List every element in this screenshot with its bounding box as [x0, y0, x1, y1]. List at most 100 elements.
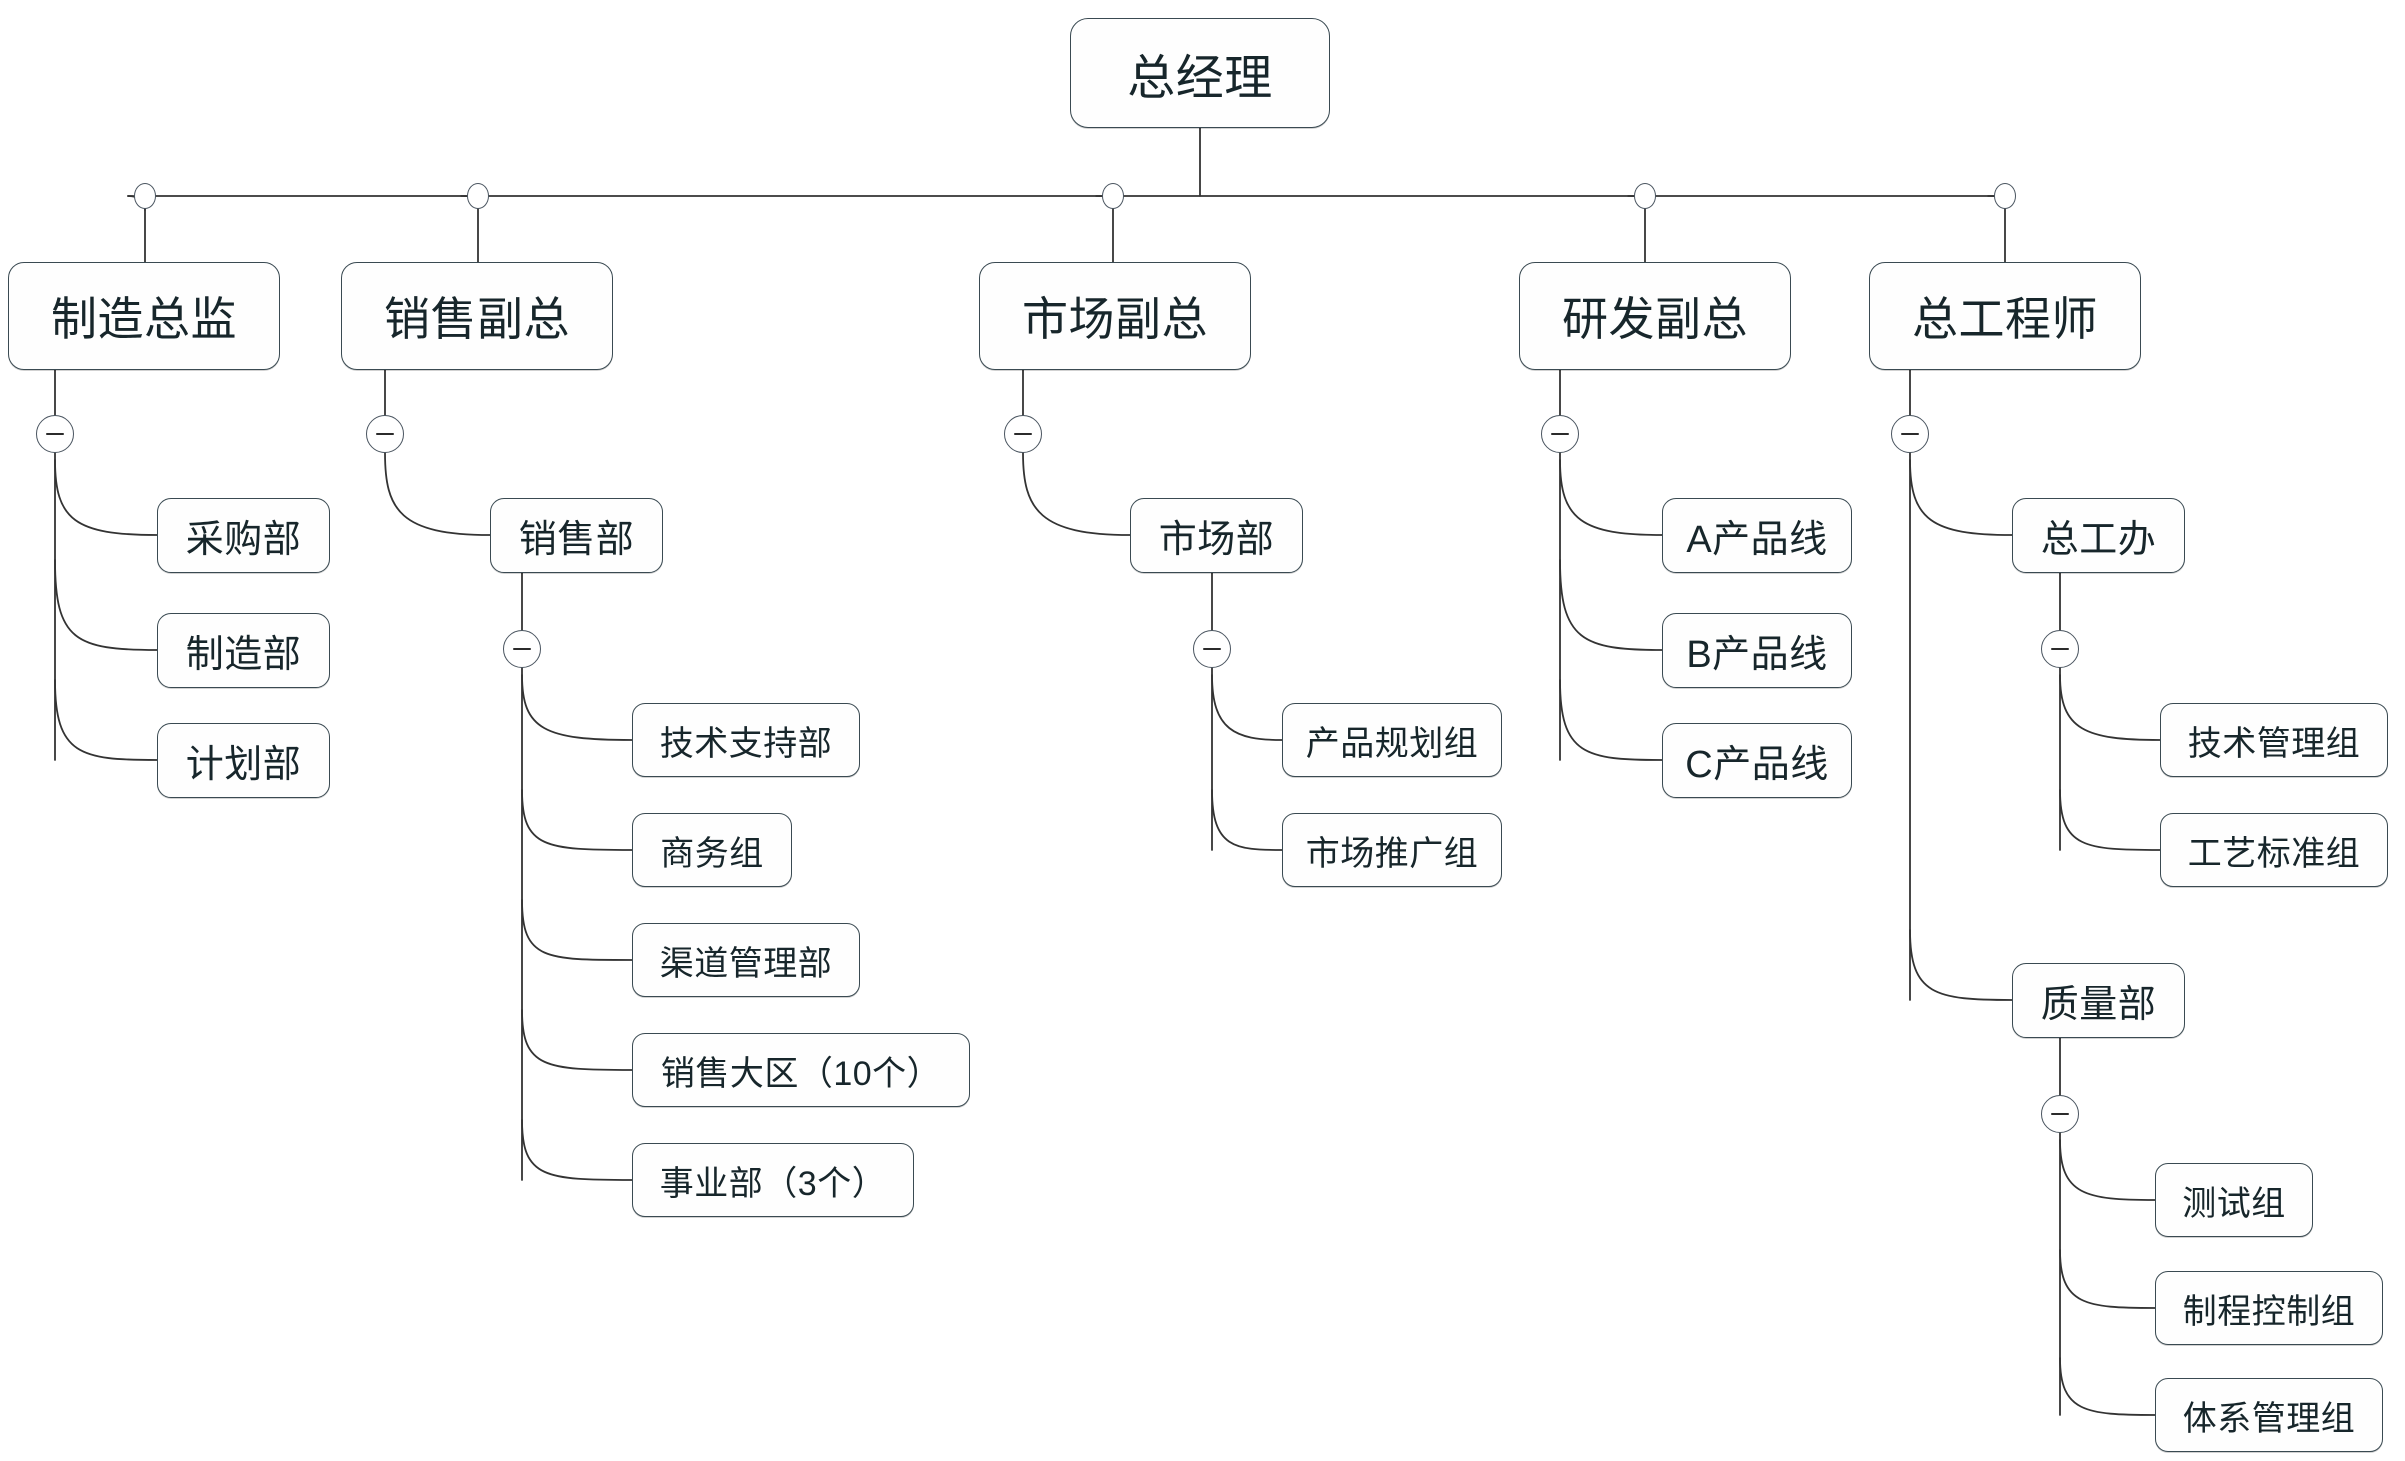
collapse-toggle-market-vp[interactable]: [1004, 415, 1042, 453]
collapse-toggle-chief-office[interactable]: [2041, 630, 2079, 668]
node-product-line-c[interactable]: C产品线: [1662, 723, 1852, 798]
minus-icon: [1014, 432, 1032, 436]
minus-icon: [1203, 647, 1221, 651]
node-label: A产品线: [1686, 519, 1828, 561]
node-label: 销售部: [518, 519, 635, 561]
node-planning-dept[interactable]: 计划部: [157, 723, 330, 798]
branch-toggle-manufacturing[interactable]: [134, 183, 156, 209]
node-label: 销售副总: [384, 293, 570, 345]
branch-toggle-rd-vp[interactable]: [1634, 183, 1656, 209]
node-market-promotion-group[interactable]: 市场推广组: [1282, 813, 1502, 887]
node-test-group[interactable]: 测试组: [2155, 1163, 2313, 1237]
node-label: 采购部: [185, 519, 302, 561]
node-sales-vp[interactable]: 销售副总: [341, 262, 613, 370]
collapse-toggle-sales-dept[interactable]: [503, 630, 541, 668]
node-product-line-b[interactable]: B产品线: [1662, 613, 1852, 688]
node-business-group[interactable]: 商务组: [632, 813, 792, 887]
wire-sales-region: [521, 1009, 633, 1071]
node-product-planning-group[interactable]: 产品规划组: [1282, 703, 1502, 777]
node-label: 总工程师: [1912, 293, 2098, 345]
node-root[interactable]: 总经理: [1070, 18, 1330, 128]
wire-market-productplan: [1211, 674, 1283, 741]
node-label: 技术管理组: [2187, 724, 2361, 763]
node-label: B产品线: [1686, 634, 1828, 676]
node-label: 研发副总: [1562, 293, 1748, 345]
collapse-toggle-chief-engineer[interactable]: [1891, 415, 1929, 453]
node-tech-support-dept[interactable]: 技术支持部: [632, 703, 860, 777]
wire-salesvp-salesdept: [384, 452, 491, 536]
node-label: 销售大区（10个）: [660, 1054, 942, 1093]
collapse-toggle-rd-vp[interactable]: [1541, 415, 1579, 453]
node-label: 制造总监: [51, 293, 237, 345]
node-label: 市场部: [1158, 519, 1275, 561]
node-chief-engineer-office[interactable]: 总工办: [2012, 498, 2185, 573]
node-sales-dept[interactable]: 销售部: [490, 498, 663, 573]
wire-chiefeng-chiefoffice: [1909, 459, 2013, 536]
node-manufacturing-director[interactable]: 制造总监: [8, 262, 280, 370]
node-label: 商务组: [660, 834, 764, 873]
wire-rd-productc: [1559, 679, 1663, 761]
branch-toggle-sales-vp[interactable]: [467, 183, 489, 209]
node-system-mgmt-group[interactable]: 体系管理组: [2155, 1378, 2383, 1452]
node-channel-mgmt-dept[interactable]: 渠道管理部: [632, 923, 860, 997]
wire-rd-producta: [1559, 459, 1663, 536]
collapse-toggle-quality-dept[interactable]: [2041, 1095, 2079, 1133]
node-chief-engineer[interactable]: 总工程师: [1869, 262, 2141, 370]
node-quality-dept[interactable]: 质量部: [2012, 963, 2185, 1038]
wire-sales-bu: [521, 1119, 633, 1181]
wire-q-test: [2059, 1139, 2156, 1201]
node-label: 市场推广组: [1305, 834, 1479, 873]
node-process-control-group[interactable]: 制程控制组: [2155, 1271, 2383, 1345]
wire-chiefeng-quality: [1909, 929, 2013, 1001]
minus-icon: [1551, 432, 1569, 436]
wire-q-systemmgmt: [2059, 1357, 2156, 1416]
node-label: 产品规划组: [1305, 724, 1479, 763]
node-label: 工艺标准组: [2187, 834, 2361, 873]
collapse-toggle-market-dept[interactable]: [1193, 630, 1231, 668]
collapse-toggle-sales-vp[interactable]: [366, 415, 404, 453]
minus-icon: [513, 647, 531, 651]
node-purchasing-dept[interactable]: 采购部: [157, 498, 330, 573]
node-label: 事业部（3个）: [659, 1164, 887, 1203]
node-label: 渠道管理部: [659, 944, 833, 983]
node-business-unit[interactable]: 事业部（3个）: [632, 1143, 914, 1217]
node-label: C产品线: [1685, 744, 1829, 786]
node-label: 总经理: [1127, 52, 1273, 105]
wire-marketvp-marketdept: [1022, 452, 1131, 536]
branch-toggle-market-vp[interactable]: [1102, 183, 1124, 209]
node-label: 制程控制组: [2182, 1292, 2356, 1331]
node-label: 总工办: [2040, 519, 2157, 561]
minus-icon: [1901, 432, 1919, 436]
node-label: 测试组: [2182, 1184, 2286, 1223]
node-process-standard-group[interactable]: 工艺标准组: [2160, 813, 2388, 887]
wire-mfg-planning: [54, 679, 158, 761]
node-label: 技术支持部: [659, 724, 833, 763]
node-manufacture-dept[interactable]: 制造部: [157, 613, 330, 688]
node-product-line-a[interactable]: A产品线: [1662, 498, 1852, 573]
node-label: 质量部: [2040, 984, 2157, 1026]
node-label: 体系管理组: [2182, 1399, 2356, 1438]
node-tech-mgmt-group[interactable]: 技术管理组: [2160, 703, 2388, 777]
node-market-dept[interactable]: 市场部: [1130, 498, 1303, 573]
minus-icon: [376, 432, 394, 436]
wire-sales-channel: [521, 899, 633, 961]
node-label: 市场副总: [1022, 293, 1208, 345]
wire-market-promo: [1211, 789, 1283, 851]
wire-mfg-purchasing: [54, 459, 158, 536]
collapse-toggle-manufacturing[interactable]: [36, 415, 74, 453]
branch-toggle-chief-engineer[interactable]: [1994, 183, 2016, 209]
wire-co-processstd: [2059, 789, 2161, 851]
minus-icon: [2051, 1112, 2069, 1116]
node-market-vp[interactable]: 市场副总: [979, 262, 1251, 370]
minus-icon: [2051, 647, 2069, 651]
node-sales-region[interactable]: 销售大区（10个）: [632, 1033, 970, 1107]
minus-icon: [46, 432, 64, 436]
node-label: 计划部: [185, 744, 302, 786]
wire-sales-techsupport: [521, 674, 633, 741]
wire-co-techmgmt: [2059, 674, 2161, 741]
node-rd-vp[interactable]: 研发副总: [1519, 262, 1791, 370]
wire-mfg-manufacture: [54, 559, 158, 651]
wire-rd-productb: [1559, 559, 1663, 651]
node-label: 制造部: [185, 634, 302, 676]
